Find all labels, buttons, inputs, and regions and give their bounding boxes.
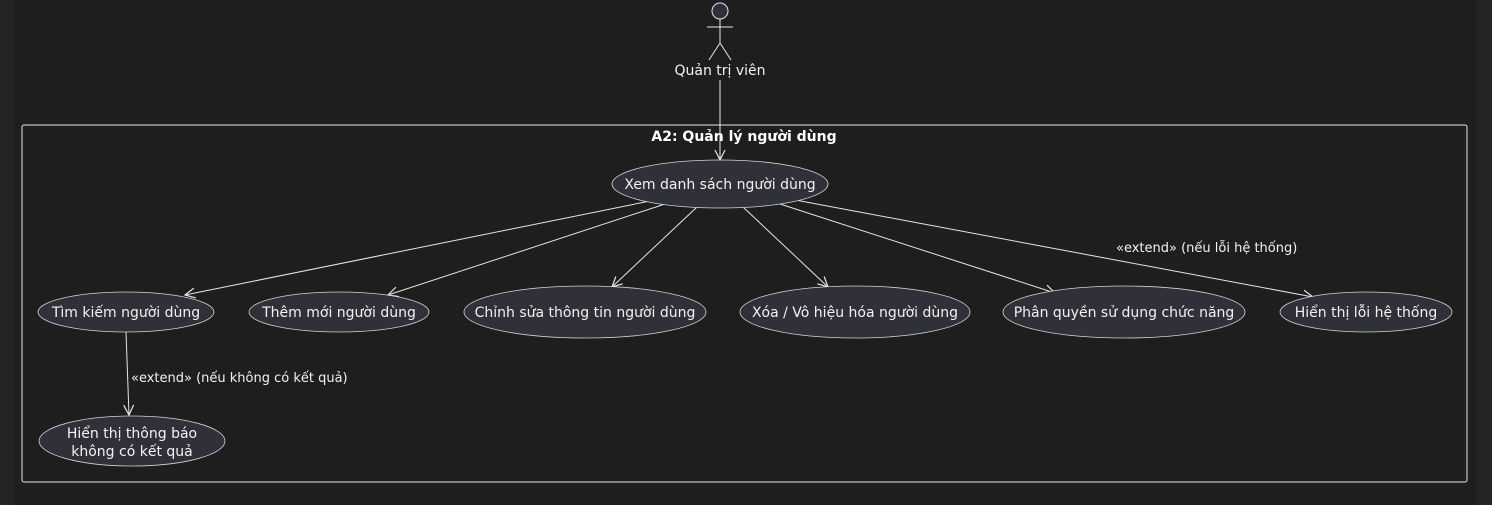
actor-admin[interactable]: Quản trị viên xyxy=(674,2,766,79)
usecase-system-error-shape xyxy=(1279,291,1453,333)
right-frame-strip xyxy=(1476,0,1492,505)
usecase-system-error-label: Hiển thị lỗi hệ thống xyxy=(1295,304,1437,321)
usecase-add[interactable]: Thêm mới người dùng xyxy=(248,291,430,333)
actor-head xyxy=(711,2,729,20)
actor-right-leg xyxy=(719,42,732,61)
usecase-edit-shape xyxy=(463,285,707,339)
edge-search-to-no-result xyxy=(126,331,129,415)
edge-view-list-to-search xyxy=(185,199,656,295)
extend-label-system-error: «extend» (nếu lỗi hệ thống) xyxy=(1116,241,1297,256)
edge-view-list-to-system-error xyxy=(789,198,1313,297)
usecase-search-label: Tìm kiếm người dùng xyxy=(51,304,200,321)
actor-label: Quản trị viên xyxy=(674,63,765,79)
usecase-edit[interactable]: Chỉnh sửa thông tin người dùng xyxy=(463,285,707,339)
usecase-permission[interactable]: Phân quyền sử dụng chức năng xyxy=(1002,285,1246,339)
connectors xyxy=(126,80,1313,415)
usecase-delete[interactable]: Xóa / Vô hiệu hóa người dùng xyxy=(739,285,971,339)
usecase-system-error[interactable]: Hiển thị lỗi hệ thống xyxy=(1279,291,1453,333)
usecase-permission-label: Phân quyền sử dụng chức năng xyxy=(1014,304,1235,321)
usecase-search[interactable]: Tìm kiếm người dùng xyxy=(37,291,215,333)
usecase-permission-shape xyxy=(1002,285,1246,339)
usecase-no-result-label-line1: Hiển thị thông báo xyxy=(67,425,197,442)
usecase-edit-label: Chỉnh sửa thông tin người dùng xyxy=(475,305,696,321)
edge-view-list-to-edit xyxy=(612,206,698,287)
usecase-delete-label: Xóa / Vô hiệu hóa người dùng xyxy=(752,305,958,321)
usecase-no-result-shape xyxy=(38,415,226,467)
edge-view-list-to-permission xyxy=(779,203,1055,293)
extend-label-no-result: «extend» (nếu không có kết quả) xyxy=(131,371,348,386)
usecase-add-shape xyxy=(248,291,430,333)
system-title: A2: Quản lý người dùng xyxy=(651,129,836,145)
usecase-view-list[interactable]: Xem danh sách người dùng xyxy=(611,159,829,209)
usecase-search-shape xyxy=(37,291,215,333)
usecase-view-list-shape xyxy=(611,159,829,209)
usecase-no-result[interactable]: Hiển thị thông báo không có kết quả xyxy=(38,415,226,467)
edge-view-list-to-add xyxy=(388,203,666,295)
system-boundary-box xyxy=(21,124,1468,483)
usecase-view-list-label: Xem danh sách người dùng xyxy=(624,177,815,193)
usecase-no-result-label-line2: không có kết quả xyxy=(71,443,192,460)
usecase-delete-shape xyxy=(739,285,971,339)
actor-left-leg xyxy=(708,42,721,61)
usecase-add-label: Thêm mới người dùng xyxy=(261,305,416,321)
left-frame-strip xyxy=(0,0,14,505)
system-boundary: A2: Quản lý người dùng xyxy=(21,124,1468,483)
edge-view-list-to-delete xyxy=(742,206,828,287)
